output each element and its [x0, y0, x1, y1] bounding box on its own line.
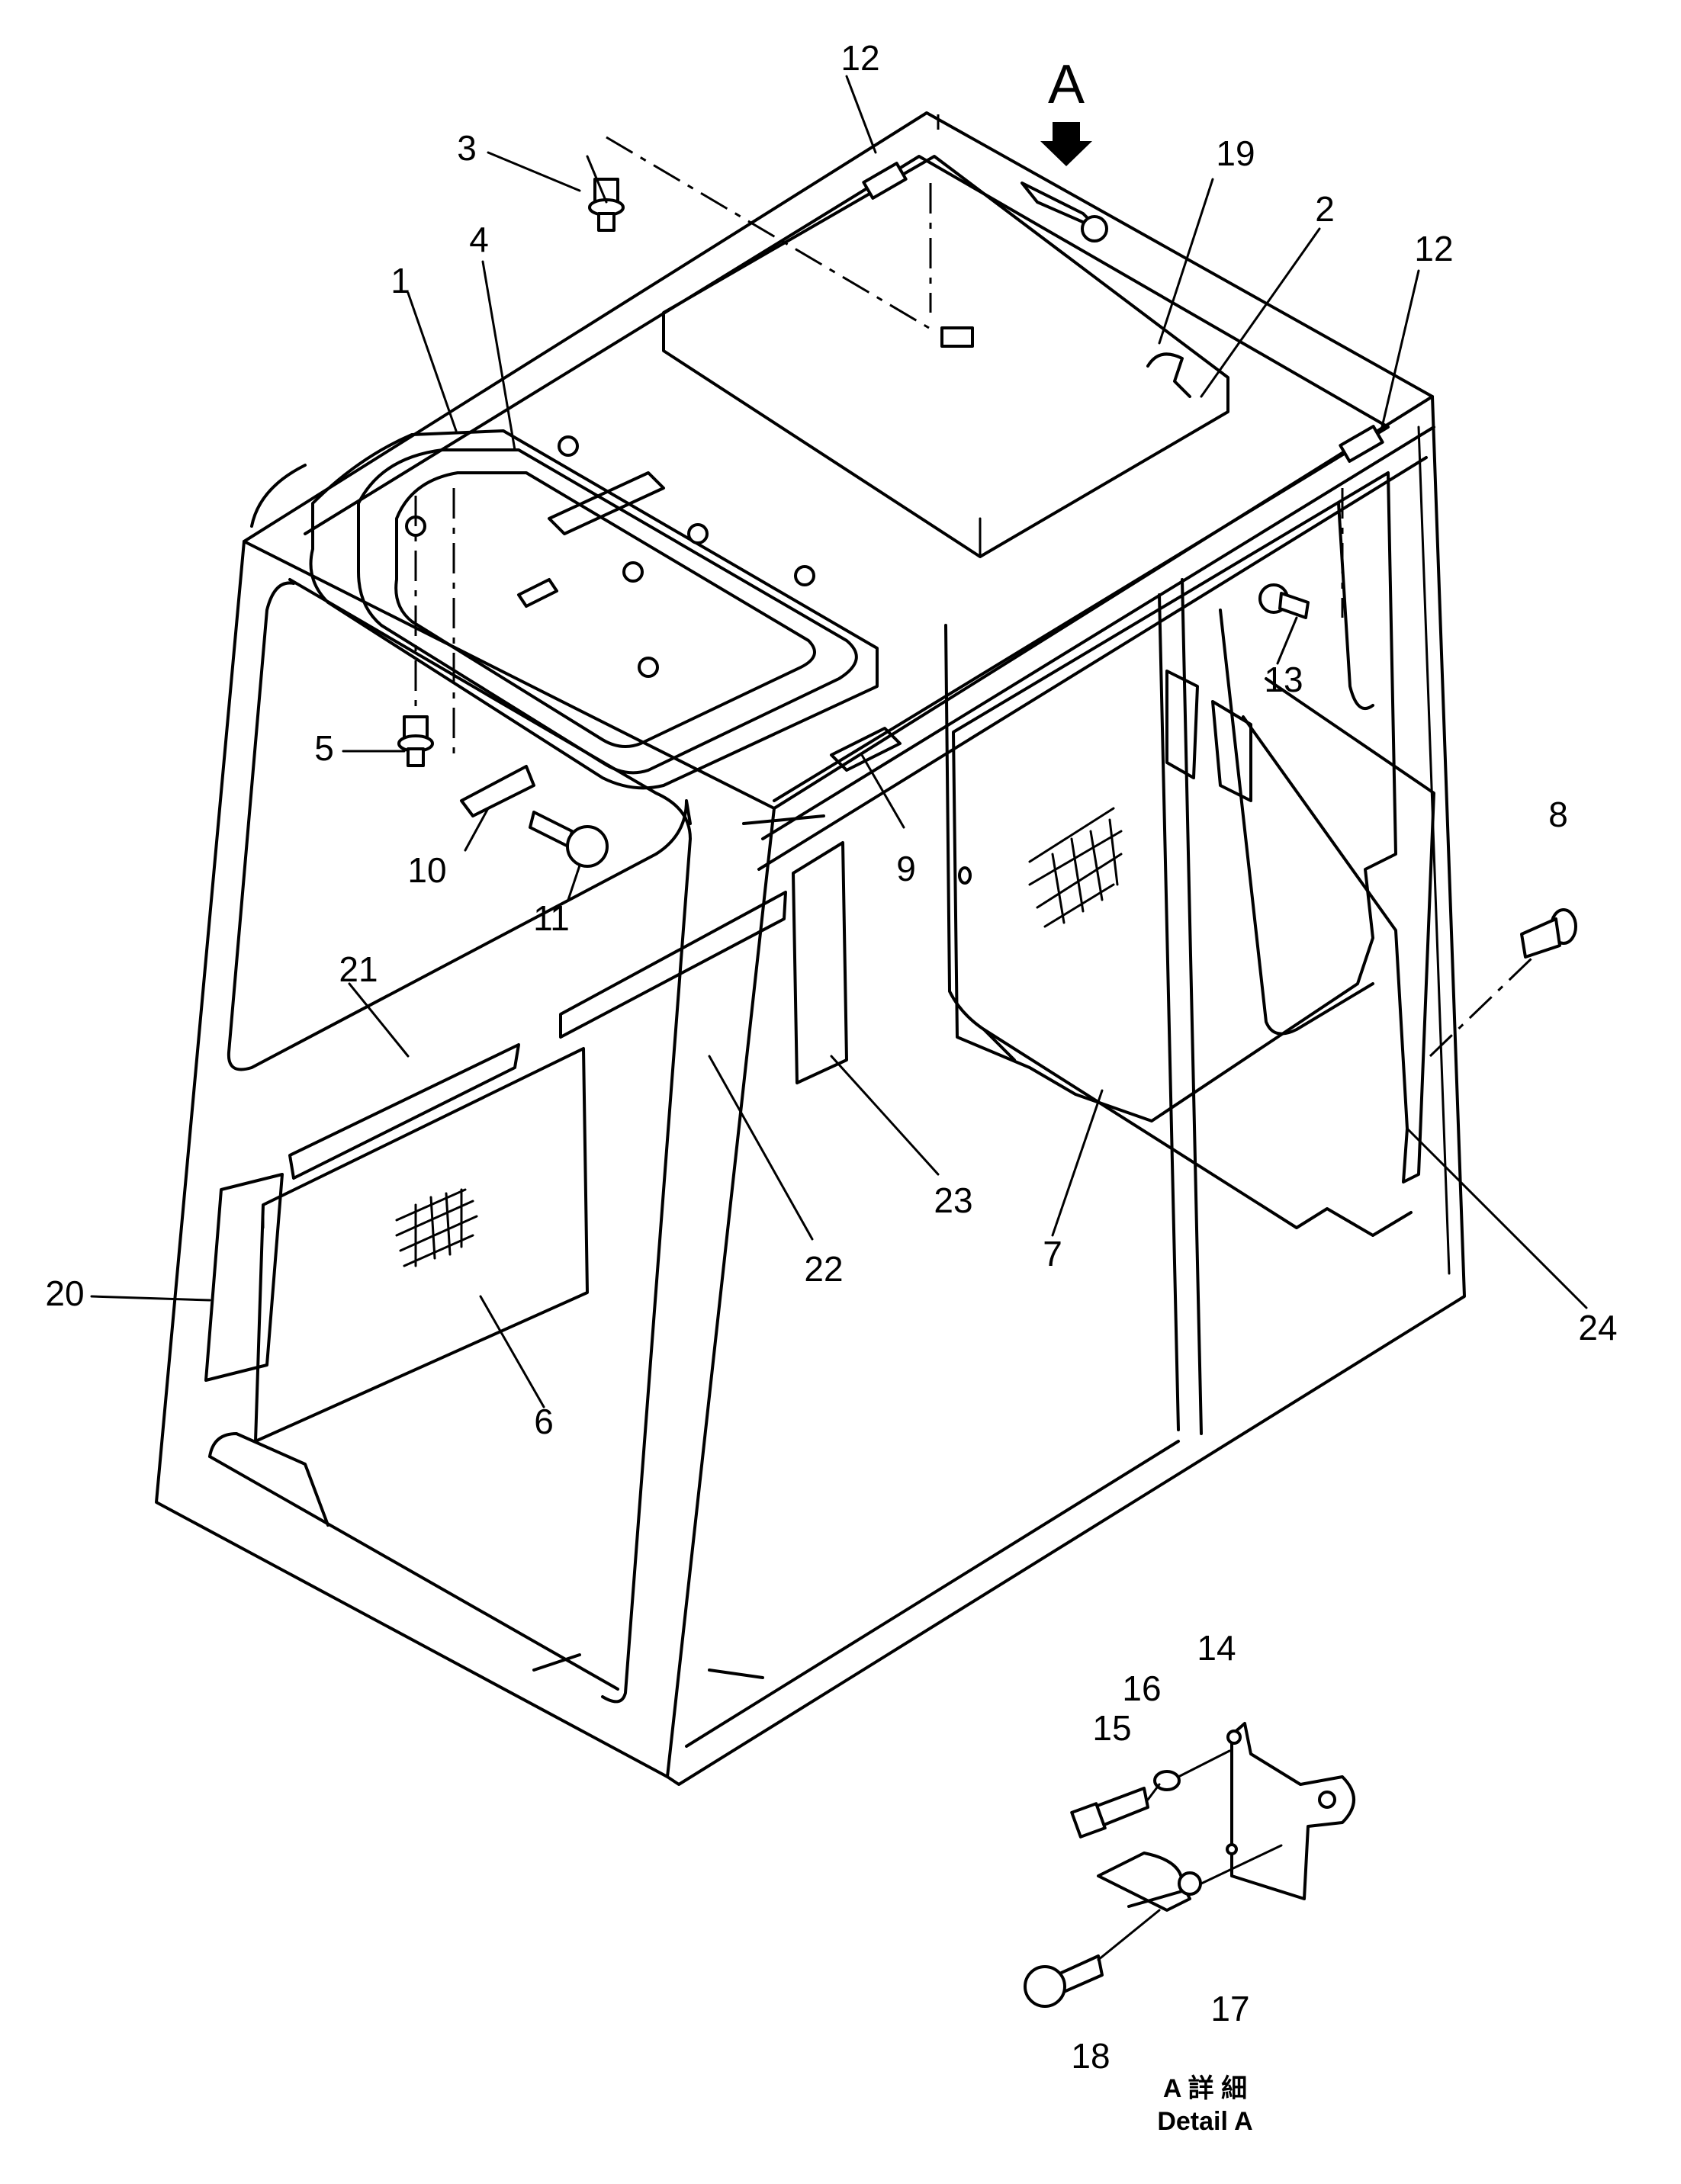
bolt-icon [529, 811, 609, 868]
bolt-icon [588, 178, 625, 232]
detail-a-assembly [1024, 1722, 1355, 2008]
callout-labels: 1 2 3 4 5 6 7 8 9 10 11 12 12 13 14 15 1… [45, 38, 1617, 2076]
cab-frame [155, 111, 1466, 1786]
callout-5: 5 [314, 728, 334, 768]
callout-6: 6 [534, 1402, 554, 1441]
callout-16: 16 [1122, 1669, 1161, 1708]
callout-20: 20 [45, 1273, 84, 1313]
clip-icon [1520, 908, 1577, 959]
callout-22: 22 [804, 1249, 843, 1289]
callout-24: 24 [1578, 1308, 1617, 1347]
callout-9: 9 [896, 849, 916, 888]
side-panels [204, 471, 1435, 1443]
callout-17: 17 [1210, 1989, 1249, 2028]
callout-13: 13 [1264, 660, 1303, 699]
callout-21: 21 [339, 949, 378, 989]
callout-14: 14 [1197, 1628, 1236, 1668]
callout-10: 10 [407, 850, 446, 890]
callout-12-right: 12 [1414, 229, 1453, 268]
callout-8: 8 [1548, 795, 1568, 834]
leader-lines [90, 75, 1588, 1408]
detail-caption-jp: A 詳 細 [1163, 2074, 1247, 2103]
callout-7: 7 [1043, 1234, 1062, 1273]
callout-3: 3 [457, 128, 477, 168]
callout-4: 4 [469, 220, 489, 259]
view-arrow-letter: A [1048, 54, 1085, 115]
cab-hardware [397, 114, 1577, 1058]
detail-caption: A 詳 細 Detail A [1157, 2074, 1252, 2136]
callout-2: 2 [1315, 189, 1335, 229]
callout-1: 1 [391, 261, 410, 300]
bolt-icon [397, 715, 434, 767]
callout-19: 19 [1216, 133, 1255, 173]
callout-23: 23 [934, 1180, 972, 1220]
bolt-icon [1258, 583, 1310, 619]
callout-12-top: 12 [840, 38, 879, 78]
detail-caption-en: Detail A [1157, 2107, 1252, 2136]
view-arrow-a: A [1040, 54, 1092, 166]
mesh-pattern [395, 1188, 478, 1267]
roof-panel [662, 155, 1229, 558]
callout-18: 18 [1071, 2036, 1110, 2076]
mesh-pattern-rear [1028, 807, 1123, 928]
callout-11: 11 [533, 898, 570, 938]
callout-15: 15 [1092, 1708, 1131, 1748]
roof-hatch [309, 429, 879, 790]
